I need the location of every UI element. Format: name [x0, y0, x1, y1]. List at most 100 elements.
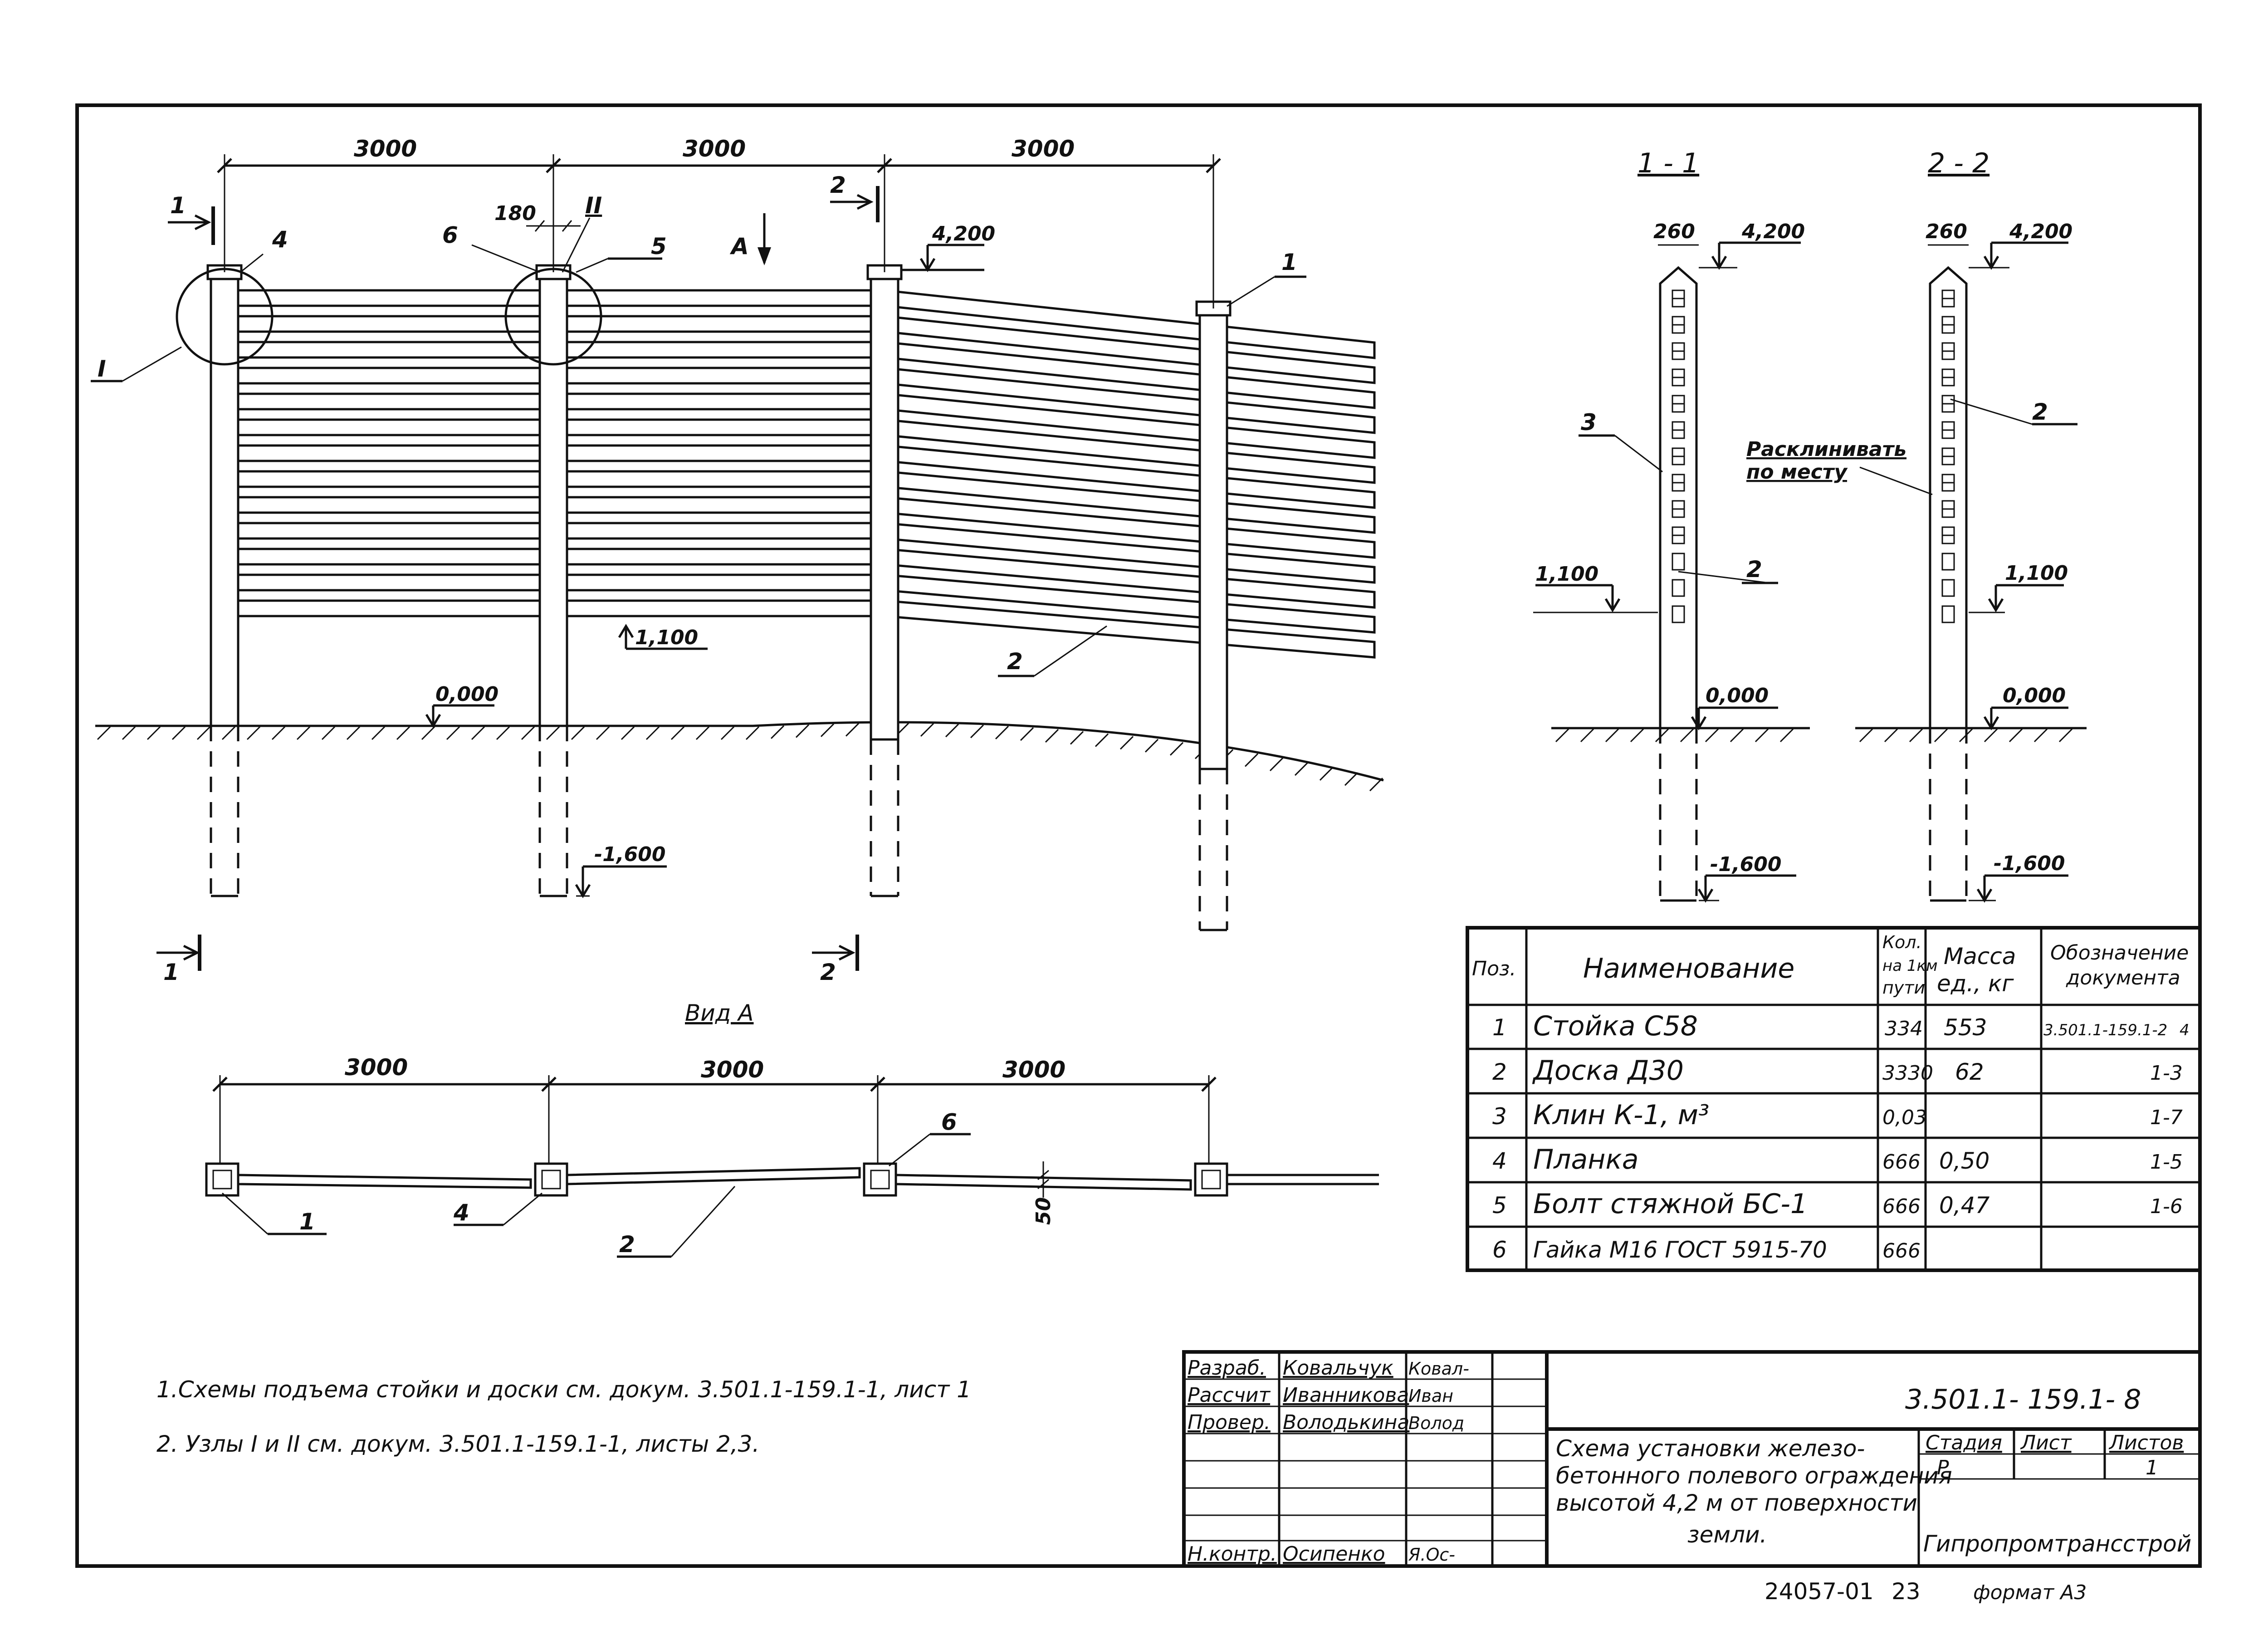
- th-qty-1: Кол.: [1882, 932, 1922, 952]
- level-middle: 1,100: [618, 624, 708, 650]
- plan-board-2: [566, 1167, 861, 1185]
- title-block-signatures: Разраб. Ковальчук Ковал- Рассчит Иванник…: [1188, 1356, 1469, 1566]
- section-1-level-base: -1,600: [1697, 853, 1796, 903]
- tb-sign-7: Я.Ос-: [1408, 1545, 1455, 1565]
- post-3: [870, 266, 899, 897]
- row-1-qty: 334: [1885, 1017, 1923, 1040]
- svg-text:0,000: 0,000: [2003, 684, 2066, 707]
- th-mass-1: Масса: [1944, 943, 2016, 969]
- row-2-doc: 1-3: [2150, 1062, 2183, 1085]
- section-1-slots: [1672, 289, 1685, 623]
- footer-page: 23: [1892, 1578, 1921, 1605]
- level-ground: 0,000: [425, 683, 499, 728]
- section-2-level-top: 4,200: [1969, 220, 2072, 270]
- row-5-qty: 666: [1882, 1195, 1921, 1218]
- tb-name-3: Володькина: [1283, 1411, 1409, 1434]
- tb-sign-1: Ковал-: [1408, 1359, 1469, 1379]
- tb-title-line-2: бетонного полевого ограждения: [1556, 1463, 1952, 1489]
- section-1-width: 260: [1653, 220, 1695, 243]
- svg-text:-1,600: -1,600: [1994, 852, 2065, 875]
- ground-line: [95, 721, 1384, 782]
- section-2-slots: [1941, 289, 1955, 623]
- row-5-pos: 5: [1492, 1192, 1507, 1219]
- note-2: 2. Узлы I и II см. докум. 3.501.1-159.1-…: [156, 1431, 759, 1457]
- title-block: Разраб. Ковальчук Ковал- Рассчит Иванник…: [1182, 1350, 2202, 1568]
- tb-sign-2: Иван: [1408, 1386, 1453, 1406]
- view-arrow-label: A: [729, 233, 749, 259]
- plan-dim-thickness: 50: [1032, 1197, 1055, 1225]
- tb-title-line-3: высотой 4,2 м от поверхности: [1556, 1490, 1917, 1516]
- level-top: 4,200: [900, 222, 995, 272]
- section-mark-2-top: 2: [830, 172, 846, 198]
- row-6-qty: 666: [1882, 1239, 1921, 1263]
- tb-designation: 3.501.1- 159.1- 8: [1905, 1384, 2141, 1415]
- plan-dim-3: 3000: [1002, 1057, 1066, 1083]
- plan-post-4: [1194, 1162, 1228, 1197]
- tb-stage-label: Стадия: [1926, 1431, 2002, 1454]
- th-name: Наименование: [1583, 953, 1794, 984]
- callout-6: 6: [442, 222, 458, 248]
- svg-text:-1,600: -1,600: [1710, 853, 1781, 876]
- level-base: -1,600: [575, 843, 667, 898]
- plan-post-3: [863, 1162, 897, 1197]
- plan-post-2: [534, 1162, 568, 1197]
- section-1-post: [1659, 266, 1698, 729]
- tb-sheet-label: Лист: [2020, 1431, 2072, 1454]
- ground-hatching: [97, 722, 1383, 792]
- plan-view-a: Вид А 3000 3000 3000 50 1 4: [205, 1000, 1379, 1258]
- th-doc-1: Обозначение: [2050, 941, 2189, 964]
- row-1-name: Стойка С58: [1533, 1010, 1698, 1042]
- section-mark-2-bottom: 2: [820, 959, 836, 985]
- row-4-name: Планка: [1533, 1144, 1638, 1175]
- footer-archive: 24057-01: [1765, 1578, 1874, 1605]
- elevation-view: 3000 3000 3000 180 II 1 1 2 2 A I 4: [91, 136, 1384, 985]
- svg-text:0,000: 0,000: [1706, 684, 1769, 707]
- post-2: [538, 266, 568, 897]
- section-2-level-ground: 0,000: [1983, 684, 2068, 730]
- row-2-pos: 2: [1492, 1059, 1507, 1085]
- row-4-mass: 0,50: [1939, 1148, 1989, 1174]
- view-a-title: Вид А: [685, 1000, 753, 1026]
- section-2-note-line2: по месту: [1746, 460, 1848, 484]
- tb-sheets-label: Листов: [2108, 1431, 2184, 1454]
- section-mark-1-bottom: 1: [163, 959, 179, 985]
- tb-title-line-1: Схема установки железо-: [1556, 1435, 1865, 1462]
- post-1: [210, 266, 240, 897]
- callout-1: 1: [1281, 249, 1297, 275]
- section-2-width: 260: [1926, 220, 1967, 243]
- tb-role-7: Н.контр.: [1188, 1542, 1277, 1566]
- section-2-2-title: 2 - 2: [1928, 147, 1989, 179]
- section-2-level-base: -1,600: [1969, 852, 2068, 903]
- tb-name-7: Осипенко: [1283, 1542, 1385, 1566]
- sheet-frame: [75, 103, 2202, 1568]
- plan-post-1: [205, 1162, 240, 1197]
- callout-2: 2: [1007, 648, 1023, 675]
- row-6-pos: 6: [1492, 1237, 1507, 1263]
- row-4-qty: 666: [1882, 1150, 1921, 1174]
- svg-text:-1,600: -1,600: [594, 843, 665, 866]
- section-2-level-middle: 1,100: [1969, 562, 2068, 613]
- section-1-hatching: [1555, 728, 1794, 743]
- row-4-doc: 1-5: [2150, 1150, 2183, 1174]
- plan-board-4: [1227, 1174, 1379, 1185]
- row-1-doc: 3.501.1-159.1-2: [2043, 1021, 2167, 1039]
- plan-dim-2: 3000: [701, 1057, 764, 1083]
- row-3-name: Клин К-1, м³: [1533, 1099, 1709, 1131]
- section-1-level-middle: 1,100: [1533, 563, 1658, 613]
- svg-text:4,200: 4,200: [932, 222, 995, 245]
- tb-organization: Гипропромтрансстрой: [1923, 1531, 2191, 1557]
- dim-span-3: 3000: [1012, 136, 1075, 162]
- row-3-pos: 3: [1492, 1103, 1507, 1130]
- section-2-post: [1929, 266, 1968, 729]
- callout-4: 4: [272, 226, 288, 253]
- spec-rows: 1 Стойка С58 334 553 3.501.1-159.1-2 4 2…: [1492, 1010, 2190, 1263]
- row-5-name: Болт стяжной БС-1: [1533, 1188, 1808, 1220]
- dim-span-2: 3000: [683, 136, 746, 162]
- footer-format: формат А3: [1973, 1581, 2087, 1604]
- section-2-callout-2: 2: [2032, 399, 2048, 425]
- row-1-doc-extra: 4: [2180, 1021, 2190, 1039]
- plan-callout-2: 2: [619, 1231, 635, 1258]
- row-3-qty: 0,03: [1882, 1106, 1927, 1129]
- svg-text:1,100: 1,100: [1535, 563, 1598, 586]
